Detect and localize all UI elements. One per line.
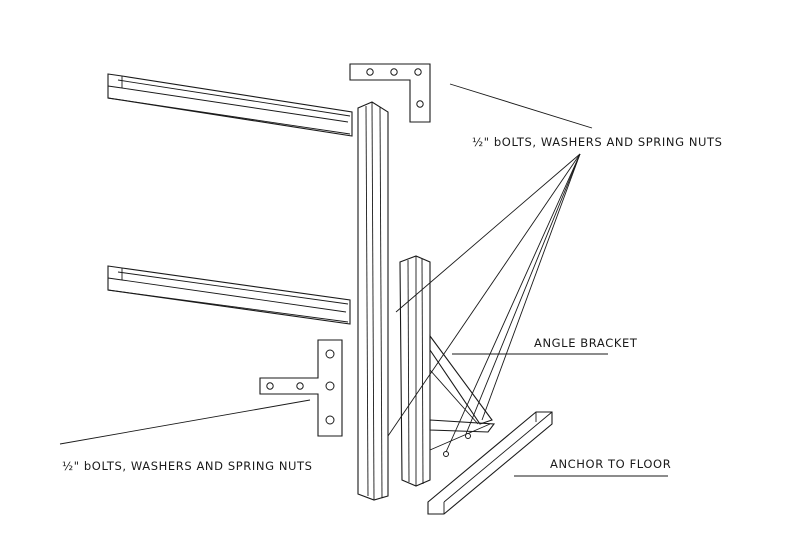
leader-line-bolts-bottom — [59, 399, 311, 445]
short-upright — [399, 255, 431, 487]
upper-beam — [107, 73, 353, 137]
bolt-hole — [325, 415, 335, 425]
bolt-hole — [414, 68, 422, 76]
label-bolts-top: ½" bOLTS, WASHERS AND SPRING NUTS — [472, 135, 723, 149]
label-anchor: ANCHOR TO FLOOR — [550, 457, 671, 471]
top-l-plate — [349, 63, 431, 123]
leader-lines-bolts-top — [387, 83, 593, 453]
tall-upright — [357, 101, 389, 501]
bolt-hole — [266, 382, 274, 390]
lower-beam — [107, 265, 351, 325]
bolt-hole — [296, 382, 304, 390]
bolt-hole — [390, 68, 398, 76]
label-angle-bracket: ANGLE BRACKET — [534, 336, 638, 350]
bolt-hole — [366, 68, 374, 76]
bolt-hole — [416, 100, 424, 108]
bolt-hole — [325, 349, 335, 359]
t-plate — [259, 339, 343, 437]
floor-angle — [427, 411, 553, 515]
label-bolts-bottom: ½" bOLTS, WASHERS AND SPRING NUTS — [62, 459, 313, 473]
bolt-hole — [325, 381, 335, 391]
